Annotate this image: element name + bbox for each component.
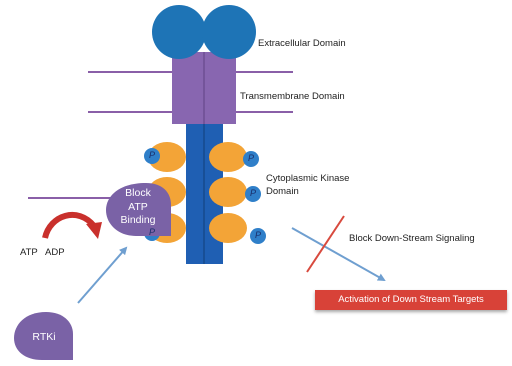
cytoplasmic-kinase-label-line1: Cytoplasmic Kinase [266, 173, 350, 184]
phosphate-label: P [250, 188, 257, 198]
atp-label: ATP [20, 247, 38, 258]
block-signaling-line [306, 215, 345, 273]
rtki-label: RTKi [32, 331, 56, 343]
block-atp-binding-text: Block ATP Binding [110, 187, 166, 228]
phosphate-left-1 [144, 148, 160, 164]
kinase-lobe-right-1 [209, 142, 247, 172]
phosphate-label: P [248, 153, 255, 163]
atp-adp-arrowhead [86, 222, 102, 239]
rtki-arrow [77, 246, 128, 304]
phosphate-label: P [149, 150, 156, 160]
downstream-arrow [291, 227, 386, 281]
block-text-line1: Block [125, 187, 151, 199]
phosphate-right-3 [250, 228, 266, 244]
block-text-line2: ATP [128, 200, 148, 213]
atp-adp-curved-arrow [42, 212, 97, 239]
extracellular-domain-label: Extracellular Domain [258, 38, 346, 49]
block-signaling-label: Block Down-Stream Signaling [349, 233, 475, 244]
cytoplasmic-kinase-label-line2: Domain [266, 186, 299, 197]
block-text-line3: Binding [120, 214, 156, 227]
block-atp-binding-blob [106, 183, 171, 236]
phosphate-label: P [255, 230, 262, 240]
extracellular-lobe-left [152, 5, 206, 59]
downstream-targets-label: Activation of Down Stream Targets [338, 294, 484, 305]
rtki-blob [14, 312, 73, 360]
kinase-lobe-right-2 [209, 177, 247, 207]
adp-label: ADP [45, 247, 65, 258]
extracellular-lobe-right [202, 5, 256, 59]
kinase-lobe-left-1 [148, 142, 186, 172]
phosphate-right-2 [245, 186, 261, 202]
transmembrane-domain-label: Transmembrane Domain [240, 91, 345, 102]
downstream-targets-box: Activation of Down Stream Targets [315, 290, 507, 310]
phosphate-label: P [149, 227, 156, 237]
phosphate-right-1 [243, 151, 259, 167]
kinase-lobe-right-3 [209, 213, 247, 243]
